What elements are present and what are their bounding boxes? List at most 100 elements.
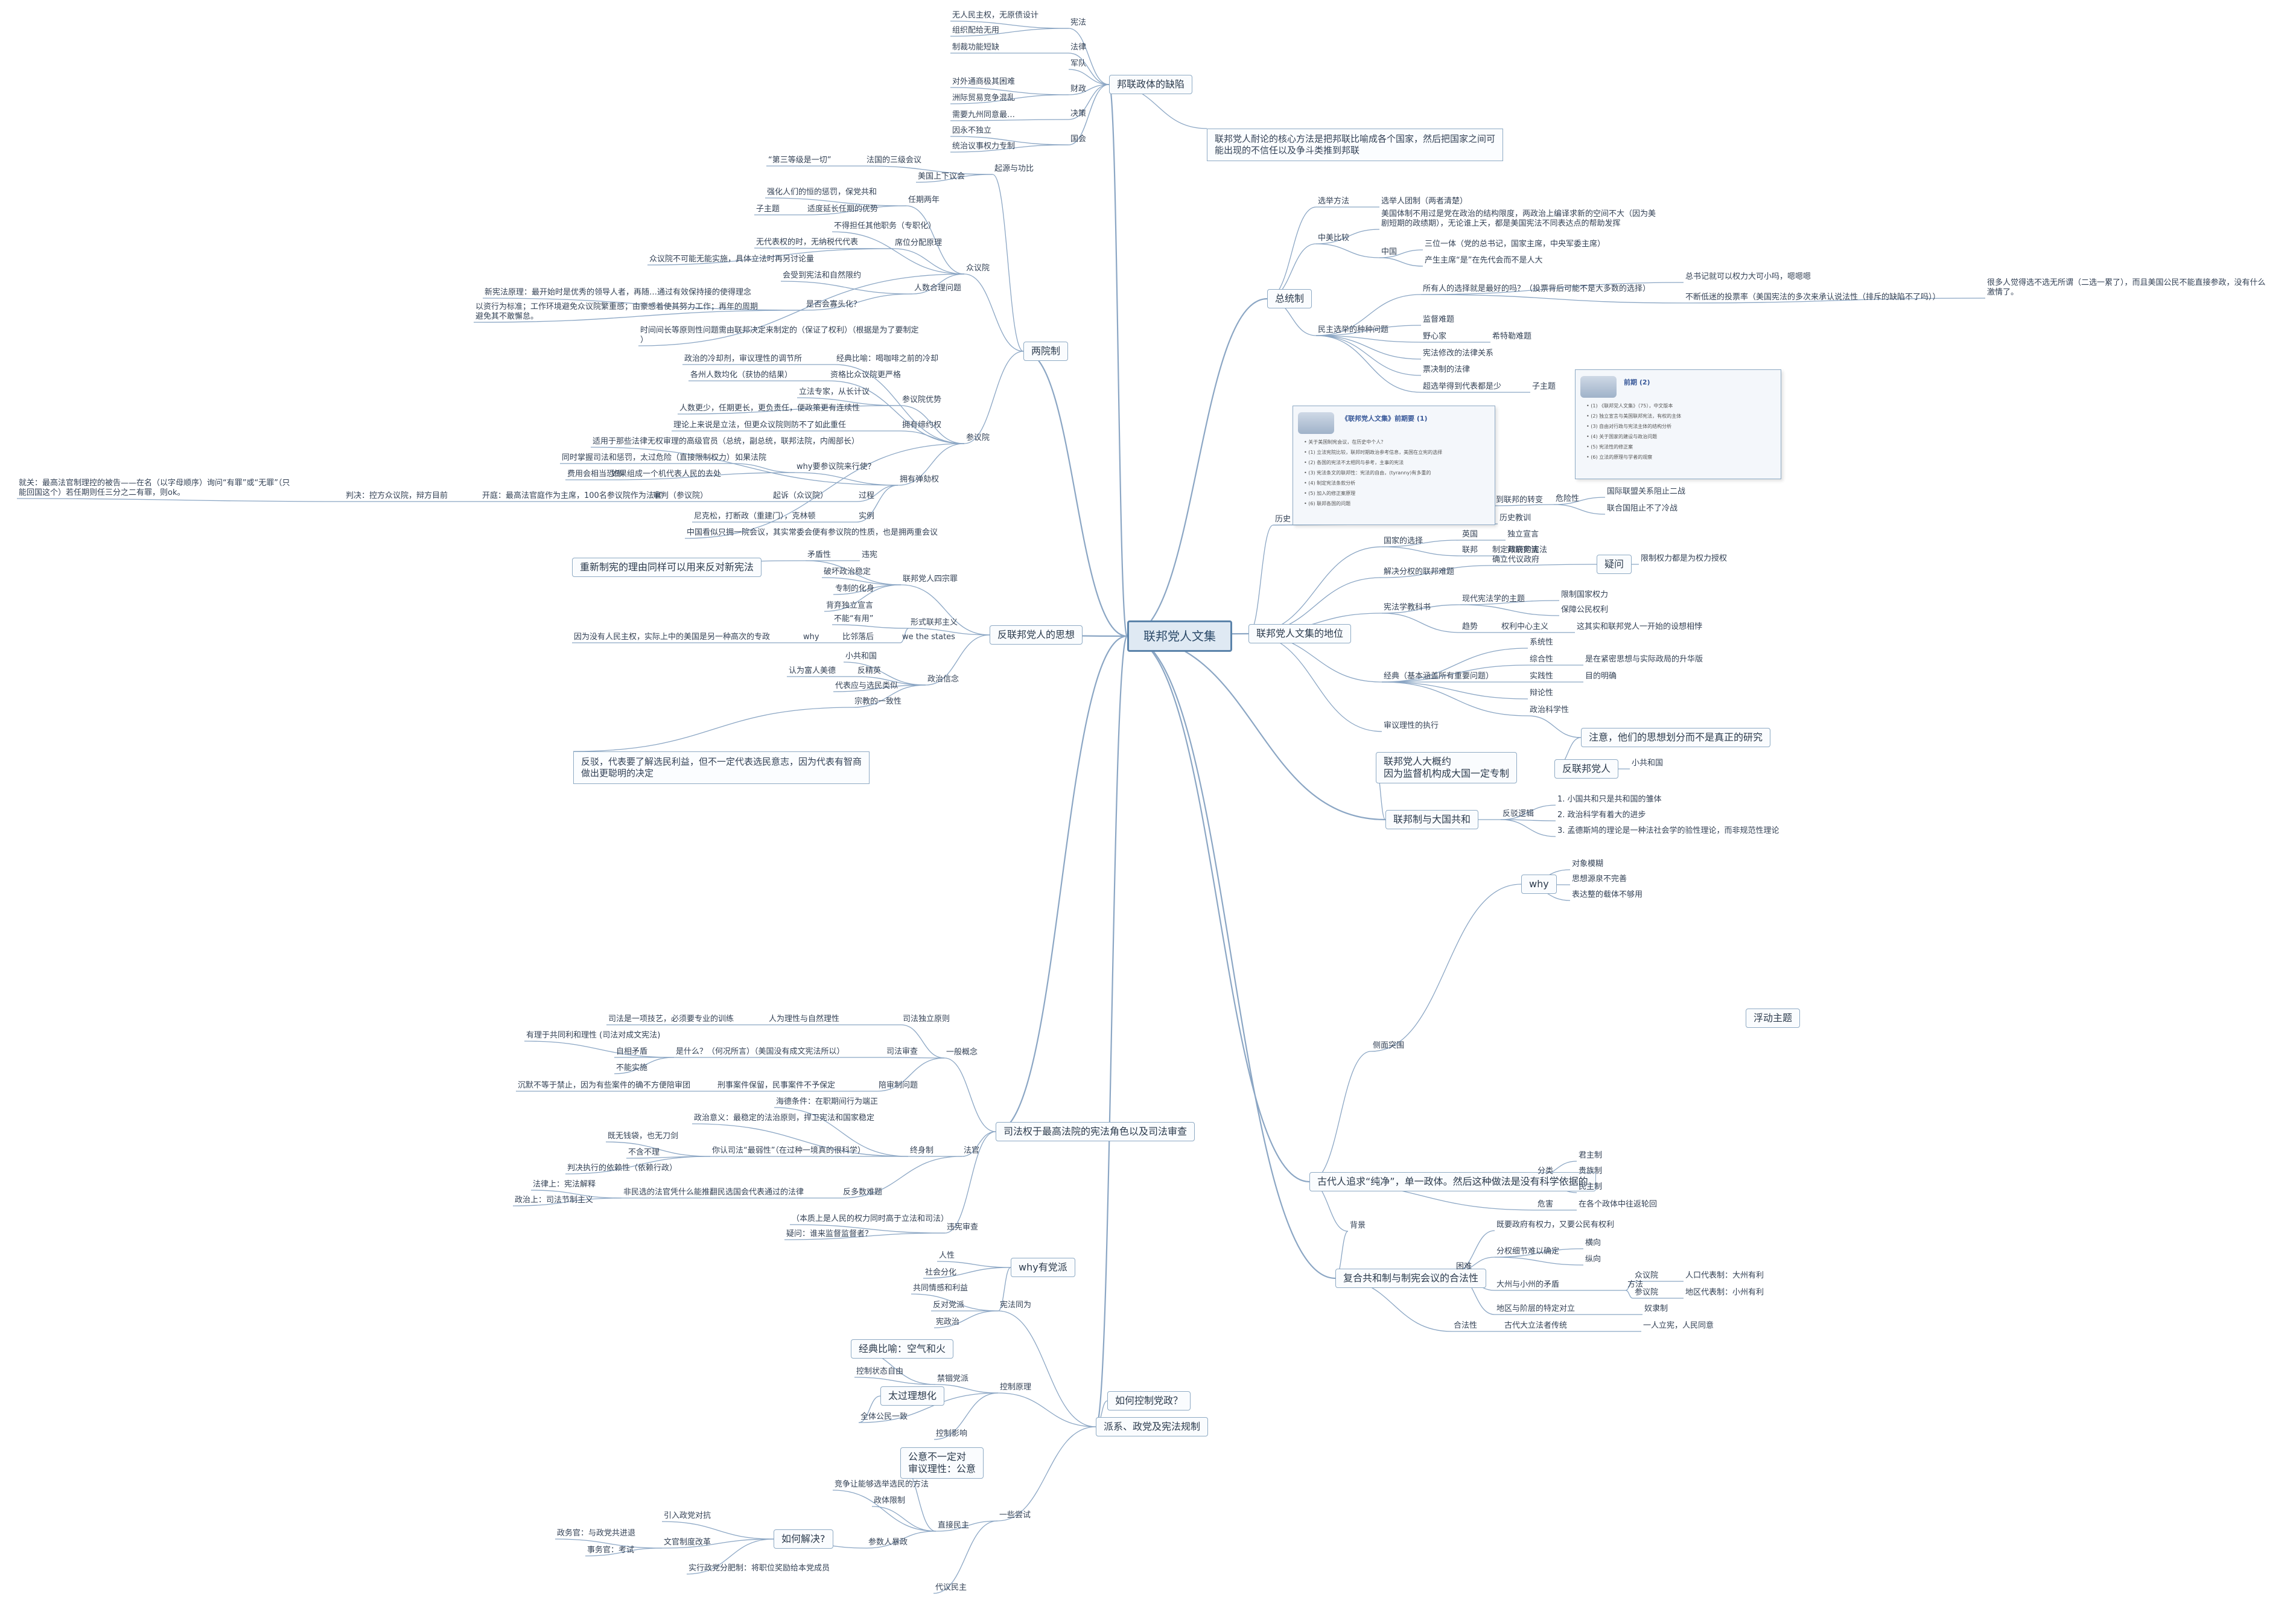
- node-gongyi[interactable]: 公意不一定对 审议理性：公意: [900, 1447, 984, 1479]
- node-yinmei[interactable]: 因为没有人民主权，实际上中的美国是另一种高次的专政: [574, 633, 771, 642]
- node-lishijiaoxun[interactable]: 历史教训: [1499, 514, 1531, 523]
- node-benzhi[interactable]: （本质上是人民的权力同时高于立法和司法）: [792, 1214, 949, 1223]
- node-zhengzhike[interactable]: 政治科学性: [1530, 706, 1569, 715]
- node-xianfatong[interactable]: 宪法同为: [1000, 1301, 1032, 1310]
- node-kongzhi[interactable]: 控制原理: [1000, 1383, 1032, 1392]
- node-pandua[interactable]: 判决执行的依赖性（依赖行政）: [567, 1164, 678, 1173]
- node-fanbo1[interactable]: 1. 小国共和只是共和国的雏体: [1557, 795, 1662, 804]
- node-shenyi[interactable]: 审议理性的执行: [1384, 721, 1439, 730]
- node-dsf[interactable]: 新宪法原理：最开始时是优秀的领导人者，再随…通过有效保持接的使得理念: [485, 288, 752, 297]
- node-weihai[interactable]: 危害: [1538, 1200, 1554, 1209]
- node-gezhou[interactable]: 各州人数均化（获协的结果）: [690, 371, 793, 380]
- node-feimin[interactable]: 非民选的法官凭什么能推翻民选国会代表通过的法律: [623, 1188, 804, 1197]
- node-buduan[interactable]: 不断低迷的投票率（美国宪法的多次来承认说法性（排斥的缺陷不了吗））: [1685, 293, 1941, 302]
- node-wuren[interactable]: 无人民主权，无原债设计: [952, 11, 1039, 20]
- node-faguan[interactable]: 法官: [964, 1146, 980, 1155]
- node-shiying[interactable]: 实行政党分肥制：将职位奖励给本党成员: [688, 1564, 830, 1573]
- node-xitong[interactable]: 系统性: [1530, 638, 1554, 647]
- node-shijian[interactable]: 时间间长等原则性问题需由联邦决定来制定的（保证了权利）（根据是为了要制定 ）: [640, 326, 919, 345]
- node-baozhang[interactable]: 保障公民权利: [1561, 605, 1609, 614]
- node-lilun[interactable]: 理论上来说是立法，但更众议院则防不了如此重任: [673, 421, 847, 430]
- node-tuoshen[interactable]: 陪审制问题: [879, 1081, 918, 1090]
- node-zizhu[interactable]: 子主题: [756, 205, 780, 214]
- node-why3[interactable]: why: [1521, 875, 1557, 894]
- node-jingxing[interactable]: 竞争让能够选举选民的方法: [835, 1480, 929, 1489]
- node-xingshi2[interactable]: 刑事案件保留，民事案件不予保定: [717, 1081, 836, 1090]
- node-fanduipai[interactable]: 反联邦党人的思想: [990, 625, 1083, 645]
- node-renwei[interactable]: 认为富人美德: [789, 666, 836, 675]
- node-caizheng[interactable]: 财政: [1070, 84, 1087, 94]
- node-duliyanyan[interactable]: 独立宣言: [1507, 530, 1539, 539]
- node-zhongguo[interactable]: 中国看似只拥一院会议，其实常委会便有参议院的性质，也是拥两重会议: [687, 528, 938, 537]
- node-qushi[interactable]: 趋势: [1462, 622, 1478, 631]
- node-jueyi[interactable]: 决策: [1070, 109, 1087, 118]
- node-hengxiang[interactable]: 横向: [1585, 1238, 1601, 1248]
- node-zongtongzhi[interactable]: 总统制: [1267, 289, 1312, 308]
- node-minzhuzhi[interactable]: 民主制: [1579, 1182, 1603, 1191]
- node-bianlun[interactable]: 辩论性: [1530, 689, 1554, 698]
- node-ruhejiejue[interactable]: 如何解决?: [774, 1529, 833, 1549]
- node-shiyu[interactable]: 适度延长任期的优势: [807, 205, 879, 214]
- node-sanwei[interactable]: 三位一体（党的总书记，国家主席，中央军委主席）: [1425, 240, 1606, 249]
- node-qiyuan[interactable]: 起源与功比: [994, 164, 1034, 173]
- node-fangfa[interactable]: 方法: [1627, 1280, 1644, 1289]
- node-xuduo[interactable]: 很多人觉得选不选无所谓（二选一累了），而且美国公民不能直接参政，没有什么 激情了…: [1987, 278, 2266, 297]
- node-fanlianbang[interactable]: 反联邦党人: [1554, 759, 1619, 779]
- node-xiaoyi[interactable]: 宪政治: [936, 1318, 960, 1327]
- node-duiwai[interactable]: 对外通商极其困难: [952, 77, 1016, 86]
- node-buneng[interactable]: 不能“有用”: [834, 614, 874, 623]
- node-yexin[interactable]: 野心家: [1423, 332, 1447, 341]
- node-sifa[interactable]: 司法权于最高法院的宪法角色以及司法审查: [996, 1122, 1195, 1141]
- node-zhiding[interactable]: 制定政府的宪法 确立代议政府: [1492, 546, 1548, 564]
- node-zhoujian[interactable]: 洲际贸易竞争混乱: [952, 94, 1016, 103]
- node-xiaogonghe2[interactable]: 小共和国: [1632, 759, 1664, 768]
- node-beiqi[interactable]: 背弃独立宣言: [826, 601, 874, 610]
- node-diqu[interactable]: 地区代表制：小州有利: [1685, 1288, 1764, 1297]
- node-xiandaixian[interactable]: 现代宪法学的主题: [1462, 594, 1525, 604]
- node-jinjixian[interactable]: 禁锢党派: [937, 1374, 969, 1383]
- node-sifashencha[interactable]: 司法审查: [886, 1047, 918, 1056]
- node-zonghe[interactable]: 综合性: [1530, 655, 1554, 664]
- node-yijin[interactable]: 以资行为标准；工作环境避免众议院繁重感；由豪感着使其努力工作；再年的周期 避免其…: [475, 302, 758, 321]
- node-weixian[interactable]: 违宪审查: [947, 1223, 979, 1232]
- node-renqi2[interactable]: 任期两年: [908, 196, 940, 205]
- node-chaoguo[interactable]: 超选举得到代表都是少: [1423, 382, 1502, 391]
- node-zhiji[interactable]: 直接民主: [938, 1521, 970, 1530]
- node-jianwu[interactable]: 既无钱袋，也无刀剑: [608, 1132, 679, 1141]
- node-ziyou[interactable]: 自相矛盾: [616, 1047, 648, 1056]
- node-c[interactable]: 联邦党人文集: [1127, 620, 1232, 652]
- node-kunnan[interactable]: 困难: [1456, 1262, 1472, 1271]
- node-zhengzhilinian[interactable]: 政治信念: [927, 675, 959, 684]
- node-zhongshen[interactable]: 终身制: [910, 1146, 934, 1155]
- node-canyu[interactable]: 参数人暴政: [868, 1538, 908, 1547]
- node-fanduoshu[interactable]: 反多数难题: [843, 1188, 883, 1197]
- node-zizhu2[interactable]: 子主题: [1532, 382, 1556, 391]
- node-junshi[interactable]: 军队: [1070, 59, 1087, 68]
- node-whyyuan[interactable]: why要参议院来行使？: [797, 462, 876, 471]
- node-kongzhiyingxiang[interactable]: 控制影响: [936, 1429, 968, 1438]
- node-kaiting[interactable]: 开庭：最高法官庭作为主席，100名参议院作为法官: [482, 491, 662, 500]
- node-meiguo[interactable]: 美国上下议会: [918, 172, 965, 181]
- node-zhongyiyuan[interactable]: 众议院: [966, 264, 990, 273]
- node-renxing[interactable]: 人性: [939, 1251, 955, 1260]
- node-shijiqi[interactable]: 是在紧密思想与实际政局的升华版: [1585, 655, 1703, 664]
- node-zhuzhengzhi[interactable]: 票决制的法律: [1423, 365, 1471, 374]
- node-minzhu[interactable]: 民主选举的种种问题: [1318, 325, 1389, 334]
- node-xianzhiguo[interactable]: 限制国家权力: [1561, 590, 1609, 599]
- node-nuli[interactable]: 奴隶制: [1644, 1304, 1668, 1313]
- node-ruhe[interactable]: 如何控制党政？: [1107, 1391, 1191, 1410]
- node-weixianzheng[interactable]: 危险性: [1556, 494, 1580, 503]
- node-guizu[interactable]: 贵族制: [1579, 1167, 1603, 1176]
- node-sixiang[interactable]: 思想源泉不完善: [1572, 875, 1627, 884]
- node-renshao[interactable]: 人数更少，任期更长，更负责任，便政策更有连续性: [679, 404, 860, 413]
- node-huishou[interactable]: 会受到宪法和自然限约: [783, 271, 862, 280]
- node-junzhu[interactable]: 君主制: [1579, 1151, 1603, 1160]
- node-duixiang[interactable]: 对象模糊: [1572, 859, 1604, 869]
- node-canyiyoushi[interactable]: 参议院优势: [902, 395, 942, 404]
- node-westates[interactable]: we the states: [902, 633, 955, 642]
- node-renshuwenti[interactable]: 人数合理问题: [914, 284, 962, 293]
- node-gongtong[interactable]: 共同情感和利益: [913, 1284, 968, 1293]
- node-zhexie[interactable]: 这其实和联邦党人一开始的设想相悖: [1577, 622, 1703, 631]
- node-xiaogonghe[interactable]: 小共和国: [845, 652, 877, 661]
- node-zhengzhi[interactable]: 政治意义：最稳定的法治原则，捍卫宪法和国家稳定: [694, 1114, 875, 1123]
